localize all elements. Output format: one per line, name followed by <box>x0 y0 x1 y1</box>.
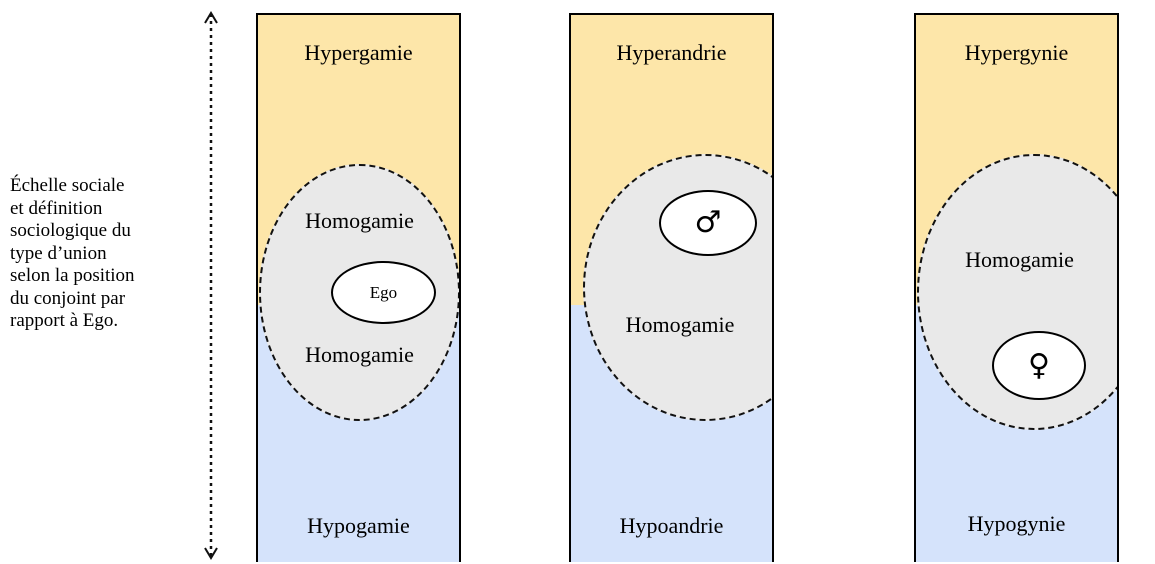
male-symbol-icon: ♂ <box>694 205 722 240</box>
female-symbol-icon: ♀ <box>1028 347 1050 383</box>
hypergamy-label: Hypergamie <box>304 40 413 65</box>
homogamy-lower-label: Homogamie <box>305 342 414 367</box>
social-scale-arrow <box>204 11 218 560</box>
homogamy-upper-label: Homogamie <box>305 208 414 233</box>
hypogamy-label: Hypogamie <box>307 513 410 538</box>
panel-female: Hypergynie Homogamie ♀ Hypogynie <box>914 13 1119 562</box>
ego-label: Ego <box>369 282 398 302</box>
male-circle: ♂ <box>659 190 757 256</box>
homogamy-label: Homogamie <box>625 312 735 337</box>
ego-circle: Ego <box>331 261 436 324</box>
female-circle: ♀ <box>992 331 1086 400</box>
homogamy-label: Homogamie <box>965 247 1074 272</box>
hypogyny-label: Hypogynie <box>967 511 1066 536</box>
panel-ego: Hypergamie Homogamie Ego Homogamie Hypog… <box>256 13 461 562</box>
hyperandry-label: Hyperandrie <box>616 40 727 65</box>
panel-male: Hyperandrie ♂ Homogamie Hypoandrie <box>569 13 774 562</box>
homogamy-zone: Homogamie Ego Homogamie <box>259 164 459 421</box>
hypoandry-label: Hypoandrie <box>619 513 724 538</box>
hypergyny-label: Hypergynie <box>964 40 1069 65</box>
homogamy-zone: ♂ Homogamie <box>583 154 772 421</box>
social-scale-caption: Échelle sociale et définition sociologiq… <box>10 175 135 331</box>
homogamy-zone: Homogamie ♀ <box>917 154 1117 430</box>
